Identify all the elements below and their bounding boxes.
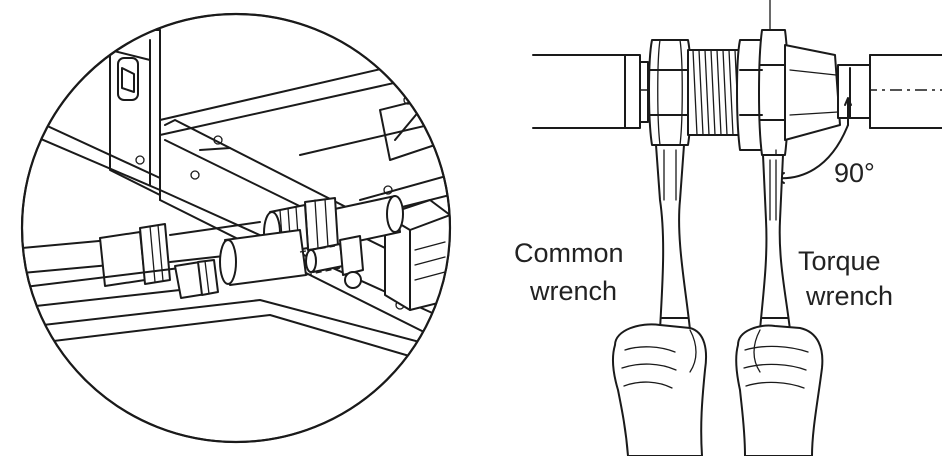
left-pipe [532,54,649,129]
detail-view-circle [20,12,452,444]
left-hand [612,323,708,456]
common-wrench-label-line2: wrench [529,276,617,306]
union-nut-right [736,29,841,156]
torque-wrench-label-line2: wrench [805,281,893,311]
torque-wrench [759,154,791,331]
threaded-union [687,49,741,136]
flare-nut-left [648,39,692,146]
service-valve [263,195,404,289]
common-wrench-label-line1: Common [514,238,624,268]
right-pipe [837,54,942,129]
right-hand [735,324,824,456]
tightening-diagram: 90° Common wrenc [514,0,942,456]
common-wrench [655,144,691,331]
angle-label: 90° [834,158,875,188]
torque-wrench-label-line1: Torque [798,246,881,276]
refrigerant-pipes [22,221,450,366]
